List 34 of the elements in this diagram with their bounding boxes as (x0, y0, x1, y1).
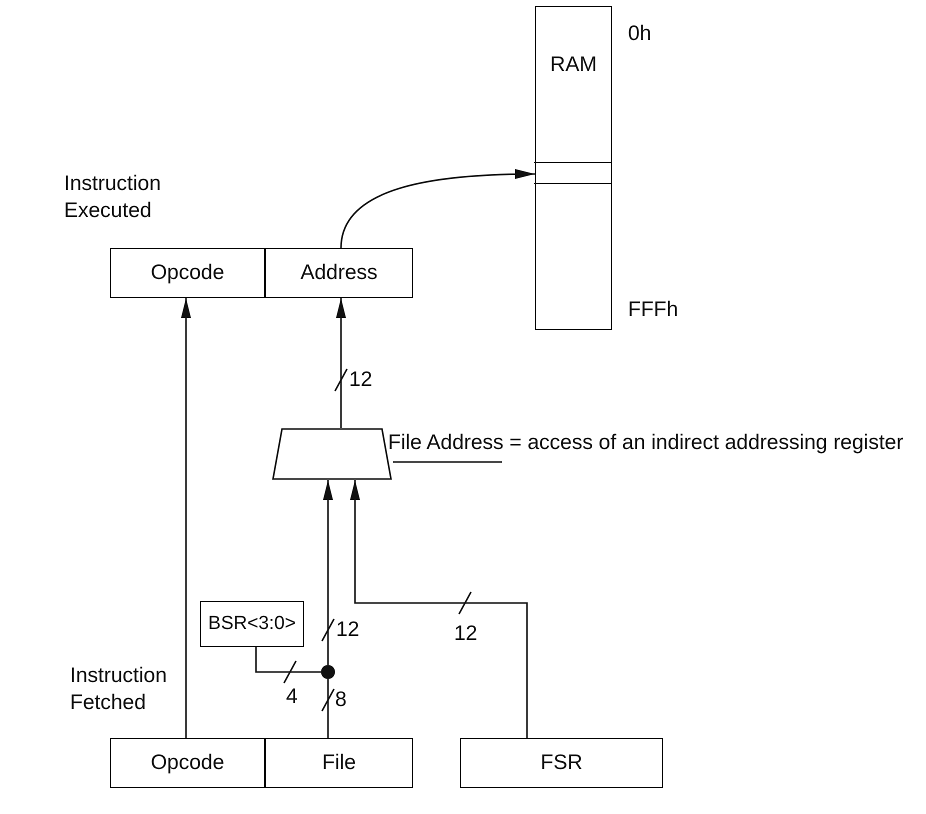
edge-label: 12 (454, 621, 478, 647)
arrow (340, 169, 536, 248)
register-caption: Instruction Executed (64, 171, 162, 224)
bus-line (255, 647, 321, 673)
memory-slot (534, 162, 612, 184)
edge-label: 8 (335, 687, 347, 713)
register-caption: Instruction Fetched (70, 663, 168, 716)
register-field (110, 248, 265, 298)
arrow (336, 298, 346, 428)
register-box (200, 601, 304, 647)
edge-label: 12 (349, 367, 372, 393)
register-field (265, 248, 413, 298)
field-label: BSR<3:0> (208, 613, 296, 635)
field-label: File (322, 751, 356, 775)
register-field (265, 738, 413, 788)
edge-label: 4 (286, 684, 298, 710)
address-label: 0h (628, 21, 652, 47)
address-label: FFFh (628, 297, 678, 323)
leader-line (393, 461, 502, 463)
field-label: FSR (540, 751, 582, 775)
bus-line (327, 679, 329, 738)
note-text: File Address = access of an indirect addressing register (388, 431, 904, 455)
field-label: Address (300, 261, 378, 285)
arrow (323, 480, 333, 665)
register-field (110, 738, 265, 788)
edge-label: 12 (336, 617, 360, 643)
field-label: Opcode (150, 261, 224, 285)
field-label: Opcode (150, 751, 224, 775)
memory-column (535, 6, 612, 330)
register-field (460, 738, 663, 788)
arrow (350, 480, 528, 738)
field-label: RAM (550, 53, 597, 77)
arrow (181, 298, 191, 738)
junction-dot (321, 665, 335, 679)
